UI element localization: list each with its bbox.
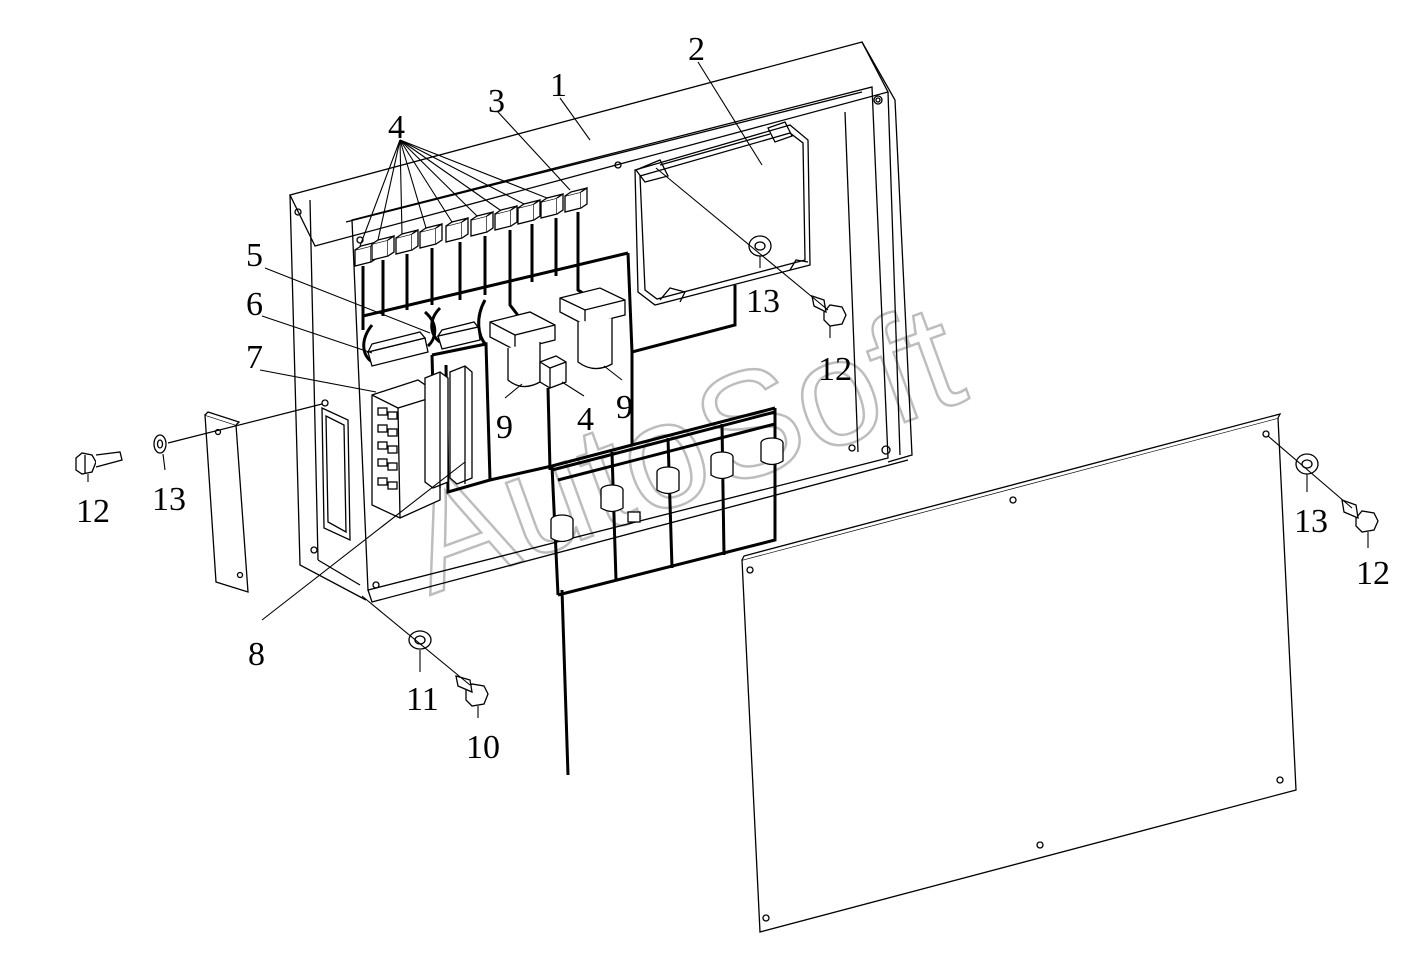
- washer-left: [153, 434, 167, 454]
- washer-far-right: [1295, 453, 1319, 475]
- mounting-axis-left: [167, 403, 323, 444]
- callout-9-right: 9: [616, 389, 633, 426]
- callout-12-upper: 12: [818, 351, 852, 388]
- bolt-far-right: [1341, 499, 1379, 533]
- side-cover-plate: [204, 411, 249, 593]
- mounting-axis-upper-right: [655, 167, 829, 311]
- callout-7: 7: [246, 339, 263, 376]
- relay-9-right: [559, 287, 626, 370]
- fuse-strips: [424, 365, 473, 489]
- callout-4-lower: 4: [577, 401, 594, 438]
- callout-8: 8: [248, 636, 265, 673]
- bolt-upper-right: [811, 295, 847, 327]
- callout-12-right: 12: [1356, 555, 1390, 592]
- front-cover-panel: [741, 413, 1297, 933]
- washer-upper-right: [748, 235, 772, 257]
- callout-4-top: 4: [388, 109, 405, 146]
- relay-4-small: [539, 355, 567, 389]
- callout-1: 1: [550, 67, 567, 104]
- washer-bottom: [408, 630, 432, 650]
- callout-9-left: 9: [496, 409, 513, 446]
- callout-6: 6: [246, 286, 263, 323]
- bolt-left: [75, 451, 123, 475]
- callout-10: 10: [466, 729, 500, 766]
- callout-13-upper: 13: [746, 283, 780, 320]
- relay-block-7: [371, 379, 441, 519]
- enclosure-box: [289, 41, 913, 603]
- callout-2: 2: [688, 31, 705, 68]
- callout-11: 11: [406, 681, 439, 718]
- callout-5: 5: [246, 237, 263, 274]
- mounting-axis-far-right: [1267, 435, 1353, 509]
- mounting-axis-bottom: [361, 595, 471, 686]
- callout-13-left: 13: [152, 481, 186, 518]
- bolt-bottom: [455, 675, 489, 707]
- relay-9-left: [489, 311, 556, 388]
- callout-3: 3: [488, 83, 505, 120]
- grid-sockets: [550, 437, 784, 543]
- callout-labels: 1 2 3 4 4 5 6 7 8 9 9 10 11 12 12 12 13 …: [76, 31, 1390, 766]
- leader-lines: [87, 61, 1369, 718]
- callout-12-left: 12: [76, 493, 110, 530]
- relay-row: [354, 186, 588, 267]
- controller-module: [634, 121, 811, 306]
- callout-13-right: 13: [1294, 503, 1328, 540]
- connector-blocks: [366, 321, 481, 367]
